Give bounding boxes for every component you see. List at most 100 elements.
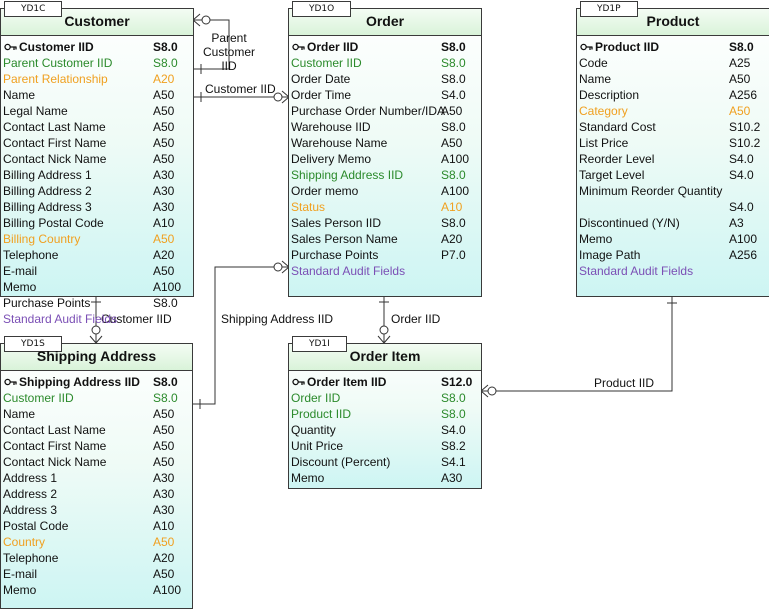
attribute-type: A50 [153, 264, 175, 278]
attribute-name: Product IID [595, 40, 660, 54]
entity-tag: YD1S [4, 336, 62, 352]
attribute-group[interactable]: Standard Audit Fields [579, 263, 769, 279]
attribute-group[interactable]: Standard Audit Fields [3, 311, 193, 327]
attribute-row[interactable]: Sales Person Name A20 [291, 231, 481, 247]
attribute-name: Memo [3, 583, 37, 597]
attribute-type: S8.0 [153, 56, 178, 70]
attribute-name: Warehouse Name [291, 136, 388, 150]
attribute-group[interactable]: Standard Audit Fields [291, 263, 481, 279]
attribute-name: Contact Nick Name [3, 152, 107, 166]
attribute-type: S8.0 [153, 375, 178, 389]
attribute-type: A10 [153, 216, 175, 230]
attribute-name: Sales Person Name [291, 232, 398, 246]
attribute-row[interactable]: Discontinued (Y/N)A3 [579, 215, 769, 231]
attribute-name: Legal Name [3, 104, 68, 118]
attribute-name: Billing Address 2 [3, 184, 92, 198]
attribute-type: A100 [153, 583, 182, 597]
attribute-type: A50 [153, 407, 175, 421]
attribute-row[interactable]: Minimum Reorder Quantity [579, 183, 769, 199]
attribute-type: S10.2 [729, 136, 761, 150]
rel-label-customer-shipping: Customer IID [101, 312, 172, 326]
attribute-name: Purchase Points [291, 248, 379, 262]
attribute-name: Order IID [307, 40, 359, 54]
entity-shipping-address[interactable]: YD1S Shipping Address Shipping Address I… [0, 336, 193, 609]
attribute-type: S8.0 [153, 296, 178, 310]
attribute-row[interactable]: Memo A100 [3, 582, 192, 598]
attribute-row[interactable]: S4.0 [579, 199, 769, 215]
rel-label-shipping-order: Shipping Address IID [221, 312, 334, 326]
attribute-type: S4.0 [441, 88, 466, 102]
attribute-name: Shipping Address IID [291, 168, 404, 182]
attribute-name: Standard Audit Fields [579, 264, 694, 278]
attribute-type: A20 [441, 232, 463, 246]
attribute-name: Product IID [291, 407, 352, 421]
attribute-row[interactable]: Discount (Percent)S4.1 [291, 454, 481, 470]
